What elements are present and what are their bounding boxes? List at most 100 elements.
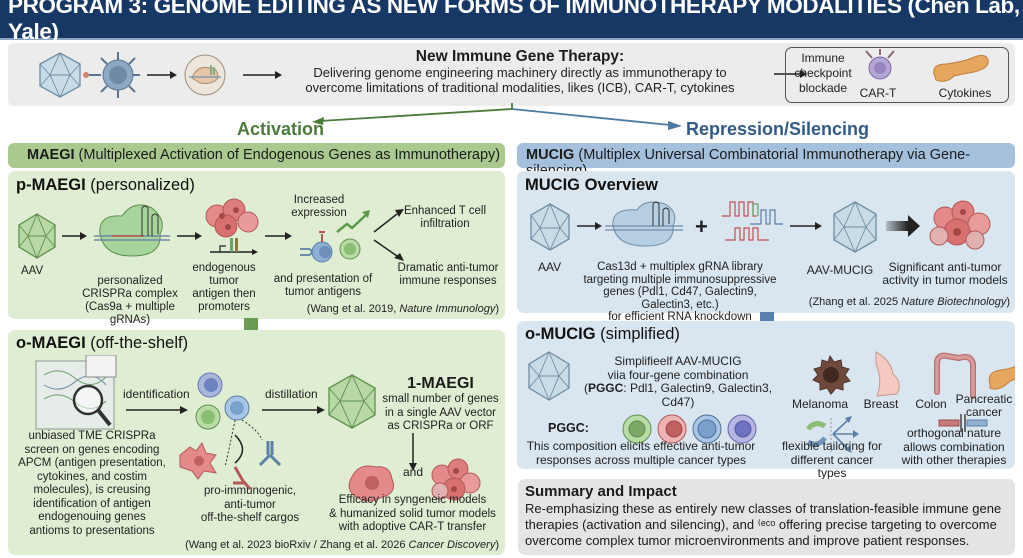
mucig-aav-label: AAV — [538, 260, 562, 274]
simplified-line-1: Simplifieelf AAV-MUCIG — [614, 354, 742, 368]
p-maegi-title: p-MAEGI (personalized) — [16, 176, 195, 194]
result-line-2: activity in tumor models — [882, 273, 1008, 287]
increased-label-2: expression — [291, 207, 347, 219]
mucig-band — [517, 143, 1015, 168]
arrow-icon — [62, 232, 87, 240]
screen-line-2: screen on genes encoding — [24, 443, 160, 456]
cancer-breast: Breast — [863, 397, 899, 411]
efficacy-line-3: with adoptive CAR-T transfer — [338, 521, 487, 533]
tcell-label-2: infiltration — [420, 218, 470, 230]
green-cell-icon — [622, 414, 652, 444]
result-line-1: Significant anti-tumor — [888, 260, 1002, 274]
dendritic-cell-icon — [179, 441, 217, 480]
pggc-genes-line: (PGGC: Pdl1, Galectin9, Galectin3, Cd47) — [583, 381, 773, 409]
icb-label-3: blockade — [798, 81, 848, 95]
aav-capsid-icon — [528, 350, 570, 402]
screen-line-6: identification of antigen — [33, 497, 151, 510]
arrow-icon — [265, 232, 292, 240]
arrow-icon — [577, 222, 602, 230]
aav-capsid-icon — [39, 51, 81, 99]
cargos-line-3: off-the-shelf cargos — [200, 512, 300, 524]
cancer-melanoma: Melanoma — [791, 397, 849, 411]
tumor-cluster-icon — [929, 200, 991, 250]
red-cell-icon — [657, 414, 687, 444]
screen-line-1: unbiased TME CRISPRa — [28, 430, 156, 442]
cancer-colon: Colon — [915, 397, 947, 411]
cas13-line-3: genes (Pdl1, Cd47, Galectin9, Galectin3,… — [603, 286, 757, 311]
simplified-line-2: viia four-gene combination — [607, 367, 749, 382]
summary-title: Summary and Impact — [525, 483, 677, 500]
arrow-icon — [177, 232, 202, 240]
antigen-label-2: tumor — [209, 275, 239, 287]
aav-mucig-capsid-icon — [833, 200, 877, 254]
bold-arrow-icon — [886, 215, 920, 237]
antigen-label-1: endogenous — [192, 262, 256, 274]
arrow-icon — [147, 71, 177, 79]
maegi-band — [8, 143, 505, 168]
p-maegi-illustration — [18, 198, 404, 263]
aav-capsid-icon — [328, 373, 376, 430]
o-mucig-illustration — [528, 350, 1015, 454]
car-t-label: CAR-T — [859, 86, 897, 100]
crispr-complex-icon — [184, 54, 226, 96]
down-arrow-thin-icon — [409, 433, 417, 471]
p-maegi-panel — [8, 171, 505, 319]
cargos-line-2: anti-tumor — [224, 498, 276, 511]
identification-label: identification — [123, 387, 190, 401]
intro-line-2: overcome limitations of traditional moda… — [305, 80, 735, 95]
increased-label-1: Increased — [293, 194, 345, 206]
car-t-cell-icon — [865, 49, 895, 80]
o-maegi-title: o-MAEGI (off-the-shelf) — [16, 334, 189, 352]
one-maegi-line-2: in a single AAV vector — [384, 406, 496, 419]
flexible-line-1: flexible tailoring for — [781, 439, 883, 453]
efficacy-line-1: Efficacy in syngeneic models — [338, 494, 487, 506]
arrow-icon — [262, 406, 325, 414]
pggc-label: PGGC: — [548, 421, 589, 435]
o-mucig-title: o-MUCIG (simplified) — [525, 325, 680, 343]
antigen-presenting-cell-icon — [300, 210, 370, 263]
tumor-cell-icon — [348, 465, 395, 502]
intro-heading: New Immune Gene Therapy: — [415, 48, 625, 65]
arrow-icon — [774, 70, 807, 78]
o-maegi-citation: (Wang et al. 2023 bioRxiv / Zhang et al.… — [185, 539, 499, 551]
p-aav-label: AAV — [21, 265, 44, 277]
antibody-icon — [233, 441, 282, 490]
icb-label-1: Immune — [801, 51, 845, 65]
crispra-label-2: CRISPRa complex — [82, 288, 178, 300]
cargos-line-1: pro-immunogenic, — [203, 485, 297, 497]
crispra-label-3: (Cas9a + multiple gRNAs) — [85, 301, 175, 326]
aav-capsid-icon — [530, 202, 570, 252]
repression-heading: Repression/Silencing — [686, 119, 870, 139]
aav-mucig-label: AAV-MUCIG — [806, 263, 874, 277]
cytokines-label: Cytokines — [938, 86, 992, 100]
immune-cell-icon — [89, 52, 140, 98]
summary-line-1: Re-emphasizing these as entirely new cla… — [525, 501, 1002, 516]
efficacy-line-2: & humanized solid tumor models — [329, 507, 496, 520]
intro-illustration — [39, 51, 282, 99]
pggc-cells — [622, 414, 757, 444]
intro-line-1: Delivering genome engineering machinery … — [313, 65, 727, 80]
one-maegi-title: 1-MAEGI — [407, 375, 474, 392]
one-maegi-line-3: as CRISPRa or ORF — [387, 420, 494, 432]
orthogonal-line-1: orthogonal nature — [906, 426, 1002, 440]
summary-line-3: overcome complex tumor microenvironments… — [525, 533, 970, 548]
summary-panel — [518, 479, 1015, 555]
mucig-citation: (Zhang et al. 2025 Nature Biotechnology) — [808, 296, 1010, 308]
cancer-pancreatic: Pancreatic — [955, 392, 1013, 406]
breast-icon — [875, 351, 900, 397]
presentation-label-1: and presentation of — [273, 273, 373, 285]
one-maegi-line-1: small number of genes — [382, 393, 499, 405]
antigen-label-4: promoters — [198, 301, 250, 313]
colon-icon — [934, 352, 976, 399]
crispra-complex-icon — [94, 204, 170, 257]
screen-line-3: APCM (antigen presentation, — [18, 457, 166, 469]
arrow-icon — [243, 71, 282, 79]
tcell-label-1: Enhanced T cell — [403, 205, 487, 217]
o-mucig-panel — [517, 321, 1015, 469]
orthogonal-combination-icon — [938, 414, 988, 432]
screen-line-8: antioms to presentations — [29, 524, 155, 537]
and-label: and — [403, 465, 424, 479]
mucig-overview-title: MUCIG Overview — [525, 176, 658, 194]
summary-line-2: therapies (activation and silencing), an… — [525, 517, 997, 532]
page-title: PROGRAM 3: GENOME EDITING AS NEW FORMS O… — [0, 0, 1023, 44]
